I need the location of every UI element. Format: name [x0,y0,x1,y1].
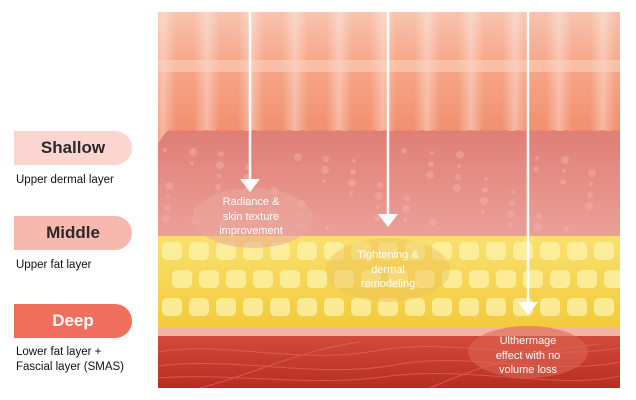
layer-desc-deep: Lower fat layer + Fascial layer (SMAS) [16,345,124,375]
annotation-shallow: Radiance & skin texture improvement [203,195,299,239]
layer-desc-deep-line1: Lower fat layer + [16,346,102,358]
annotation-middle-line1: Tightening & [357,249,419,261]
layer-pill-deep: Deep [14,304,132,338]
layer-pill-shallow: Shallow [14,131,132,165]
layer-desc-middle: Upper fat layer [16,259,92,271]
annotation-deep-line3: volume loss [498,364,558,376]
fascia-line [158,328,620,336]
layer-pill-middle: Middle [14,216,132,250]
annotation-middle: Tightening & dermal remodeling [340,248,436,292]
arrow-head-deep [518,302,538,315]
annotation-middle-line3: remodeling [360,278,416,290]
annotation-shallow-line1: Radiance & [222,196,280,208]
layer-desc-deep-line2: Fascial layer (SMAS) [16,361,124,373]
annotation-deep-line1: Ulthermage [499,335,557,347]
annotation-middle-line2: dermal [371,263,405,276]
annotation-shallow-line3: improvement [219,225,283,237]
layer-desc-shallow: Upper dermal layer [16,174,114,186]
annotation-deep: Ulthermage effect with no volume loss [476,334,580,378]
depth-arrows [240,12,538,315]
epidermis-stripes [158,12,616,142]
arrow-head-middle [378,214,398,227]
arrow-head-shallow [240,179,260,192]
annotation-shallow-line2: skin texture [222,210,280,223]
annotation-deep-line2: effect with no [495,349,561,362]
